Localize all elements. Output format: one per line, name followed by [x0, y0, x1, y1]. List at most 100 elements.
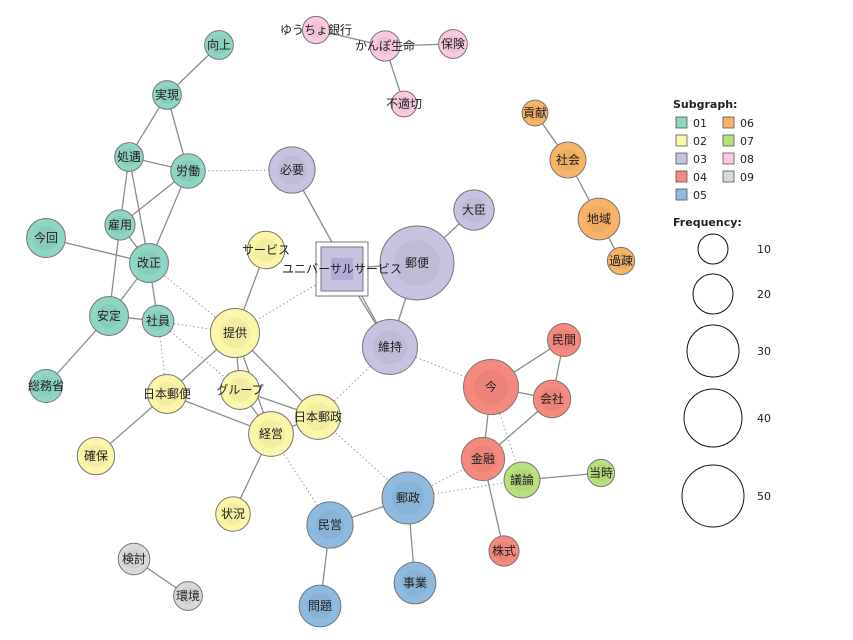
node-label-kouken: 貢献 — [523, 105, 547, 120]
legend-frequency-label-40: 40 — [757, 412, 771, 425]
node-shogu: 処遇 — [114, 142, 144, 172]
legend-frequency-circle-30 — [686, 324, 740, 378]
legend-swatch-07 — [722, 134, 735, 147]
node-label-iji: 維持 — [378, 339, 402, 354]
node-label-kento: 検討 — [122, 551, 146, 566]
node-label-hitsuyo: 必要 — [280, 163, 304, 177]
node-kouken: 貢献 — [521, 99, 549, 127]
node-kankyo: 環境 — [173, 581, 203, 611]
legend-swatch-label-06: 06 — [740, 117, 754, 130]
legend-frequency-circle-50 — [681, 464, 745, 528]
node-label-group: グループ — [216, 383, 263, 397]
node-label-kinyu: 金融 — [471, 451, 495, 466]
node-label-yusei: 郵政 — [396, 491, 420, 505]
node-keiei: 経営 — [248, 411, 294, 457]
node-label-chiiki: 地域 — [587, 212, 611, 226]
node-universal: ユニバーサルサービス — [282, 241, 402, 297]
node-label-konkai: 今回 — [34, 230, 58, 245]
node-nihonyubin: 日本郵便 — [143, 374, 191, 414]
node-label-daijin: 大臣 — [462, 203, 486, 217]
node-label-nihonyusei: 日本郵政 — [294, 410, 342, 424]
node-label-mineii: 民営 — [318, 518, 342, 532]
legend-subgraph-title: Subgraph: — [673, 98, 737, 111]
node-kojo: 向上 — [204, 30, 234, 60]
node-yucho: ゆうちょ銀行 — [280, 15, 352, 45]
node-label-nihonyubin: 日本郵便 — [143, 387, 191, 401]
node-ima: 今 — [463, 359, 519, 415]
node-label-kankyo: 環境 — [176, 588, 200, 603]
node-label-minkan: 民間 — [552, 333, 576, 347]
legend-frequency-label-20: 20 — [757, 288, 771, 301]
node-iji: 維持 — [362, 319, 418, 375]
legend-swatch-05 — [675, 188, 688, 201]
node-mondai: 問題 — [298, 584, 342, 628]
node-kabushiki: 株式 — [488, 535, 520, 567]
node-shain: 社員 — [141, 304, 175, 338]
node-label-kanpo: かんぽ生命 — [355, 38, 415, 53]
node-label-jigyo: 事業 — [403, 576, 427, 590]
node-label-somusho: 総務省 — [28, 379, 64, 393]
legend-swatch-label-05: 05 — [693, 189, 707, 202]
node-antei: 安定 — [89, 296, 129, 336]
node-toji: 当時 — [586, 458, 616, 488]
node-label-mondai: 問題 — [308, 599, 332, 613]
legend-frequency-label-50: 50 — [757, 490, 771, 503]
legend-swatch-06 — [722, 116, 735, 129]
node-koyo: 雇用 — [104, 209, 136, 241]
node-label-kabushiki: 株式 — [492, 543, 516, 558]
legend-swatch-03 — [675, 152, 688, 165]
legend-frequency-title: Frequency: — [673, 216, 742, 229]
legend-swatch-label-03: 03 — [693, 153, 707, 166]
node-label-service: サービス — [242, 243, 290, 257]
legend-swatch-08 — [722, 152, 735, 165]
node-label-kaisei: 改正 — [137, 256, 161, 270]
node-label-kojo: 向上 — [207, 37, 231, 52]
node-jitsugen: 実現 — [152, 80, 182, 110]
legend-swatch-label-08: 08 — [740, 153, 754, 166]
node-label-teikyo: 提供 — [223, 325, 247, 340]
node-label-kaso: 過疎 — [609, 254, 633, 268]
node-label-yubin: 郵便 — [405, 256, 429, 270]
node-kakuho: 確保 — [76, 436, 116, 476]
node-futekisetsu: 不適切 — [386, 90, 422, 118]
node-nihonyusei: 日本郵政 — [294, 394, 342, 440]
legend-frequency-label-30: 30 — [757, 345, 771, 358]
node-label-ima: 今 — [485, 379, 497, 394]
node-kento: 検討 — [117, 542, 151, 576]
legend-swatch-label-04: 04 — [693, 171, 707, 184]
node-giron: 議論 — [503, 461, 541, 499]
node-label-universal: ユニバーサルサービス — [282, 262, 402, 276]
legend-swatch-02 — [675, 134, 688, 147]
node-chiiki: 地域 — [577, 197, 621, 241]
node-label-shakai: 社会 — [556, 152, 580, 167]
legend-frequency-circle-20 — [692, 273, 734, 315]
node-label-keiei: 経営 — [259, 427, 283, 441]
node-hoken: 保険 — [438, 29, 468, 59]
node-daijin: 大臣 — [453, 189, 495, 231]
legend-swatch-label-01: 01 — [693, 117, 707, 130]
legend-frequency-circle-40 — [683, 388, 743, 448]
legend-swatch-label-02: 02 — [693, 135, 707, 148]
node-somusho: 総務省 — [28, 368, 64, 404]
node-kaisei: 改正 — [129, 243, 169, 283]
node-kinyu: 金融 — [460, 436, 506, 482]
node-service: サービス — [242, 230, 290, 270]
node-label-shain: 社員 — [146, 313, 170, 328]
legend-frequency-circle-10 — [697, 233, 729, 265]
node-label-antei: 安定 — [97, 308, 121, 323]
node-jokyo: 状況 — [215, 496, 251, 532]
node-label-futekisetsu: 不適切 — [386, 96, 422, 111]
node-label-rodo: 労働 — [176, 164, 200, 178]
node-teikyo: 提供 — [209, 307, 261, 359]
node-kanpo: かんぽ生命 — [355, 30, 415, 62]
node-kaso: 過疎 — [606, 246, 636, 276]
legend-swatch-01 — [675, 116, 688, 129]
node-label-jokyo: 状況 — [221, 506, 245, 521]
node-hitsuyo: 必要 — [268, 146, 316, 194]
node-label-kaisha: 会社 — [540, 391, 564, 406]
legend-swatch-04 — [675, 170, 688, 183]
